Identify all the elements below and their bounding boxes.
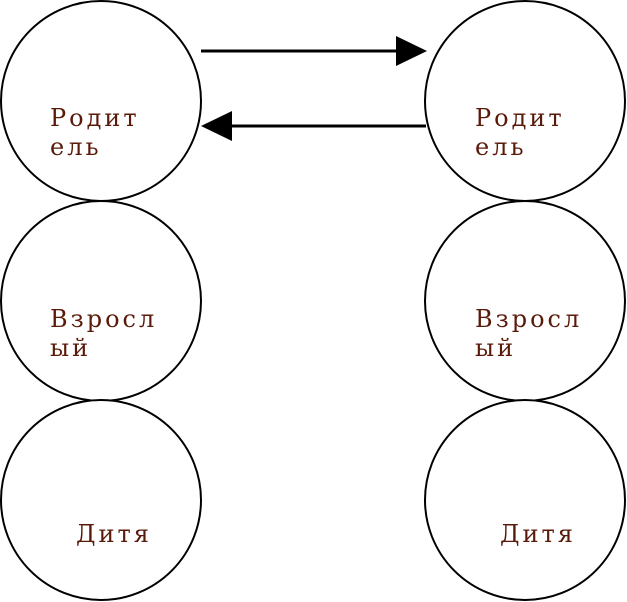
right-adult-label-line2: ый [475, 334, 516, 362]
left-parent-label-line2: ель [50, 133, 102, 161]
left-child-circle [0, 399, 202, 601]
right-adult-circle [424, 200, 626, 402]
transaction-arrow-left [201, 111, 426, 141]
left-adult-circle [0, 200, 202, 402]
left-parent-label-line1: Родит [50, 104, 140, 132]
left-child-label: Дитя [76, 520, 152, 548]
right-adult-label-line1: Взросл [475, 305, 582, 333]
right-child-label: Дитя [500, 520, 576, 548]
transaction-arrow-right [201, 36, 427, 66]
arrow-left-head-icon [201, 111, 232, 141]
left-parent-circle [0, 0, 202, 202]
left-adult-label-line2: ый [50, 334, 91, 362]
right-person: Родит ель Взросл ый Дитя [424, 0, 626, 601]
right-parent-circle [424, 0, 626, 202]
left-person: Родит ель Взросл ый Дитя [0, 0, 202, 601]
right-parent-label-line2: ель [475, 133, 527, 161]
left-adult-label-line1: Взросл [50, 305, 157, 333]
arrow-right-head-icon [396, 36, 427, 66]
right-child-circle [424, 399, 626, 601]
right-parent-label-line1: Родит [475, 104, 565, 132]
